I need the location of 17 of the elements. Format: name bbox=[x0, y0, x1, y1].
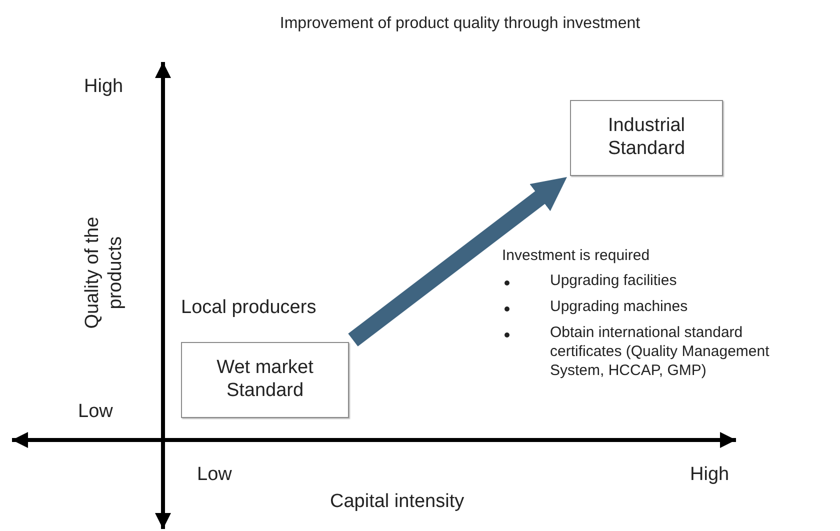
list-item: Upgrading facilities bbox=[550, 272, 677, 291]
box-label: Industrial Standard bbox=[606, 115, 686, 161]
group-label: Local producers bbox=[181, 296, 316, 320]
diagram-title: Improvement of product quality through investment bbox=[278, 14, 642, 34]
axis-title: Capital intensity bbox=[330, 490, 464, 514]
axis-tick-label: High bbox=[690, 463, 730, 487]
arrow bbox=[348, 177, 567, 346]
note-heading: Investment is required bbox=[502, 247, 650, 266]
axis-tick-label: High bbox=[84, 75, 124, 99]
standard-box bbox=[570, 100, 723, 176]
axis-tick-label: Low bbox=[197, 463, 232, 487]
list-item: Upgrading machines bbox=[550, 298, 688, 317]
box-label: Wet market Standard bbox=[216, 357, 314, 403]
axis-title: Quality of the products bbox=[82, 216, 127, 331]
list-item: Obtain international standard certificates (Quality Management System, HCCAP, GMP) bbox=[550, 324, 770, 380]
standard-box bbox=[181, 342, 349, 418]
axis-tick-label: Low bbox=[78, 400, 113, 424]
